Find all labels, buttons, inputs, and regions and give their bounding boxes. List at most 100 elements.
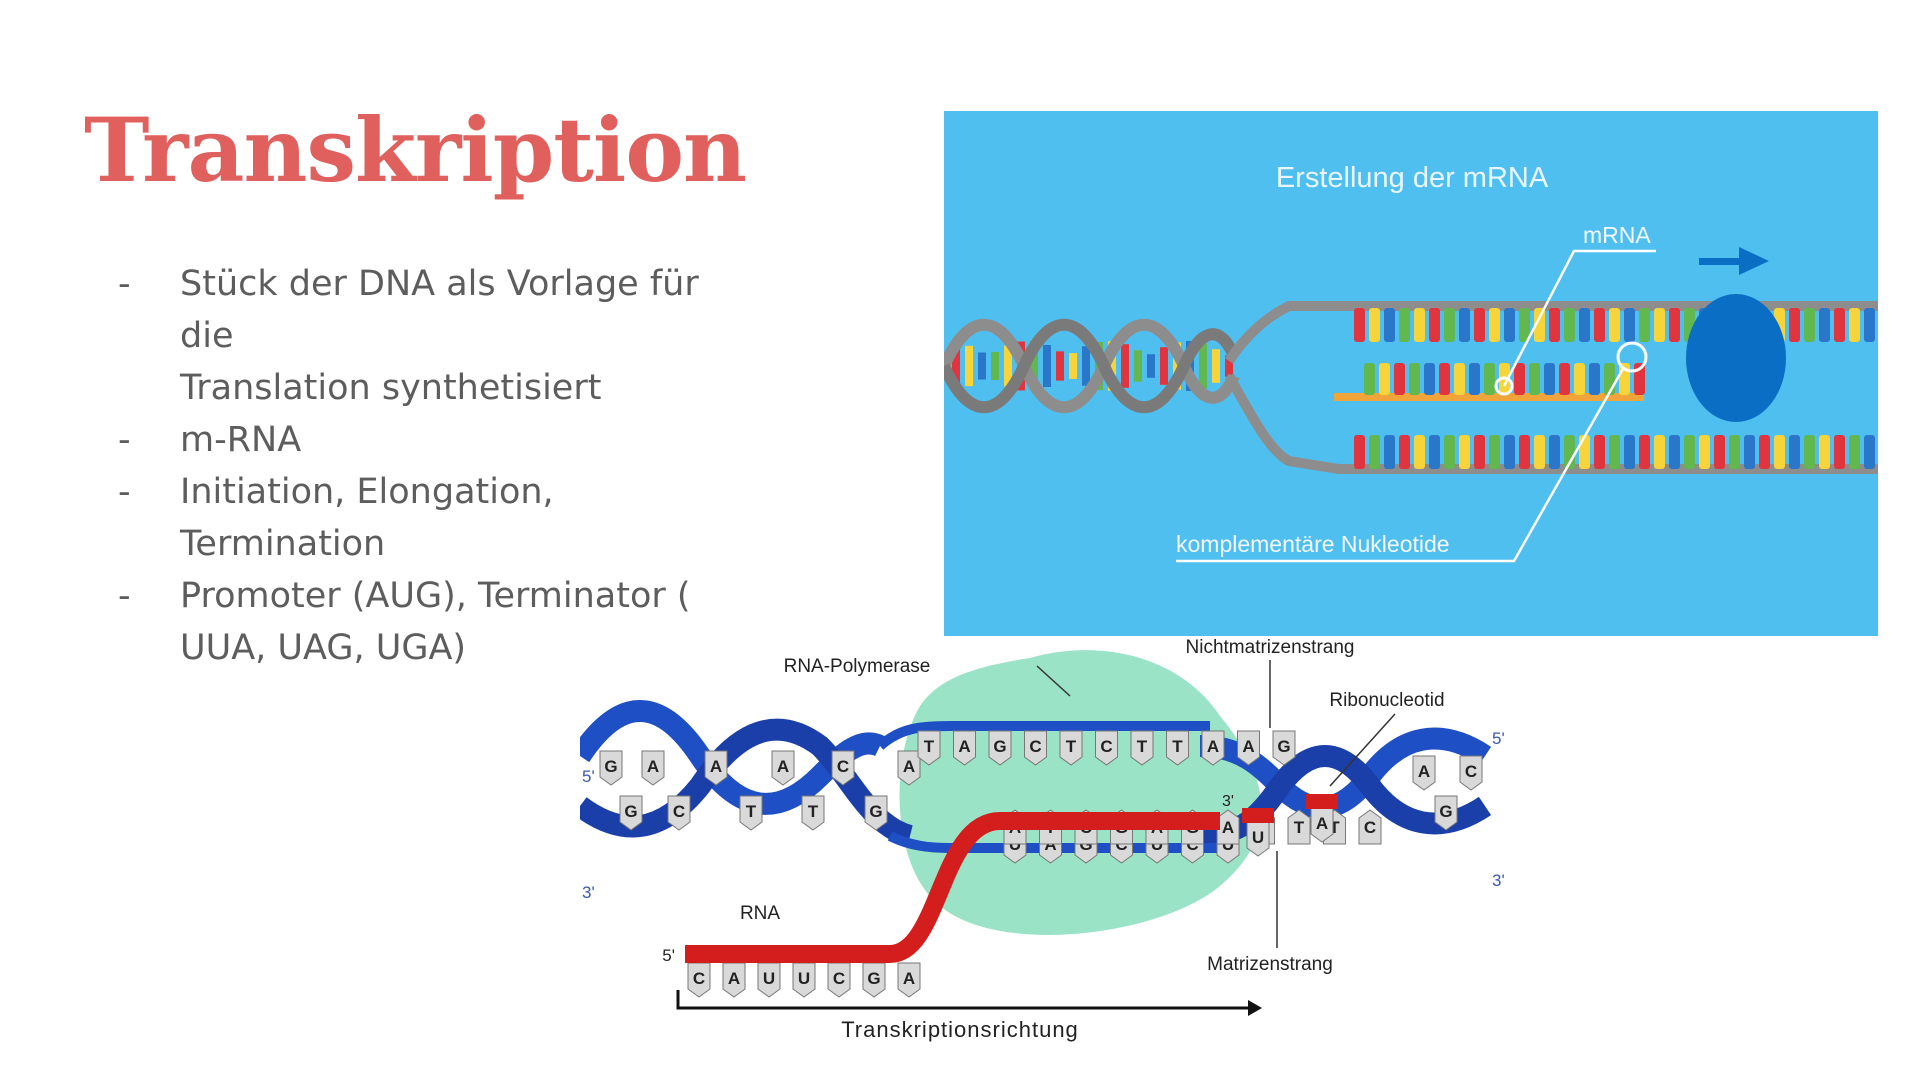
- base-tab: [1287, 809, 1311, 845]
- nucleotide-bar: [1684, 435, 1695, 469]
- rna-polymerase-shape: [1686, 294, 1786, 422]
- nucleotide-bar: [1384, 308, 1395, 342]
- base-letter: A: [1418, 762, 1430, 781]
- base-letter: T: [1329, 818, 1340, 837]
- bullet-line: Promoter (AUG), Terminator (: [180, 576, 691, 616]
- nucleotide-bar: [1759, 435, 1770, 469]
- nucleotide-bar: [1082, 346, 1090, 386]
- nucleotide-bar: [1669, 308, 1680, 342]
- base-letter: G: [869, 802, 882, 821]
- nontemplate-strand: [876, 721, 1210, 750]
- nucleotide-bar: [1624, 308, 1635, 342]
- rna-label: RNA: [740, 903, 780, 924]
- base-tab: [667, 795, 691, 831]
- left-5-end: 5': [582, 767, 595, 786]
- nucleotide-bar: [1574, 363, 1585, 395]
- helix-base: T: [739, 795, 763, 831]
- base-letter: A: [903, 969, 915, 988]
- nucleotide-bar: [1534, 308, 1545, 342]
- bullet-line: Initiation, Elongation, Termination: [180, 472, 554, 564]
- nucleotide-bar: [1474, 435, 1485, 469]
- nucleotide-bar: [1121, 344, 1129, 388]
- nucleotide-bar: [1069, 353, 1077, 379]
- rna-tail-base: C: [827, 962, 851, 998]
- base-letter: G: [993, 737, 1006, 756]
- nucleotide-bar: [1439, 363, 1450, 395]
- free-ribonucleotides: UA: [1246, 807, 1334, 857]
- base-letter: T: [924, 737, 935, 756]
- base-letter: U: [798, 969, 810, 988]
- nucleotide-bar: [1384, 435, 1395, 469]
- nucleotide-bar: [1354, 435, 1365, 469]
- right-3-end: 3': [1492, 871, 1505, 890]
- helix-base: G: [864, 795, 888, 831]
- bullet-item: - Initiation, Elongation, Termination: [118, 466, 758, 570]
- ribonucleotide-block: [1242, 808, 1274, 823]
- base-letter: C: [1100, 737, 1112, 756]
- template-base: T: [1287, 809, 1311, 845]
- nucleotide-bar: [1529, 363, 1540, 395]
- nontemplate-base: C: [1024, 730, 1047, 766]
- nontemplate-base: A: [1237, 730, 1260, 766]
- base-letter: A: [1222, 818, 1234, 837]
- helix-base: T: [801, 795, 825, 831]
- nucleotide-bar: [1804, 308, 1815, 342]
- nucleotide-bar: [1173, 342, 1181, 390]
- base-letter: T: [1066, 737, 1077, 756]
- nucleotide-bar: [1394, 363, 1405, 395]
- nucleotide-bar: [1147, 354, 1155, 378]
- nucleotide-bar: [965, 345, 973, 387]
- lower-bases: [1354, 435, 1875, 469]
- base-tab: [1059, 730, 1083, 766]
- nucleotide-bar: [1639, 435, 1650, 469]
- polymerase-label: RNA-Polymerase: [784, 656, 931, 677]
- base-tab: [1412, 755, 1436, 791]
- direction-label: Transkriptionsrichtung: [841, 1017, 1079, 1042]
- nontemplate-base: T: [917, 730, 941, 766]
- bullet-line: Stück der DNA als Vorlage für die: [180, 264, 699, 356]
- base-letter: C: [673, 802, 685, 821]
- nucleotide-bar: [1444, 435, 1455, 469]
- base-tab: [953, 730, 976, 766]
- nucleotide-bar: [1379, 363, 1390, 395]
- rna-5-end: 5': [662, 946, 675, 965]
- base-tab: [1201, 730, 1225, 766]
- nucleotide-bar: [1849, 308, 1860, 342]
- nucleotide-bar: [1519, 308, 1530, 342]
- nucleotide-bar: [1514, 363, 1525, 395]
- nucleotide-bar: [1849, 435, 1860, 469]
- nucleotide-bar: [1589, 363, 1600, 395]
- nucleotide-bar: [991, 351, 999, 381]
- base-tab: [897, 750, 921, 786]
- nucleotide-bar: [1729, 435, 1740, 469]
- base-tab: [897, 962, 921, 998]
- helix-base: G: [1434, 795, 1458, 831]
- base-tab: [641, 750, 665, 786]
- nucleotide-bar: [1564, 308, 1575, 342]
- nontemplate-base: G: [988, 730, 1012, 766]
- polymerase-shape: [899, 650, 1262, 935]
- nucleotide-bar: [1504, 435, 1515, 469]
- nucleotide-bar: [1030, 341, 1038, 391]
- nontemplate-base: T: [1166, 730, 1189, 766]
- bullet-text: m-RNA: [180, 414, 758, 466]
- bullet-dash: -: [118, 472, 131, 512]
- nucleotide-bar: [1789, 308, 1800, 342]
- template-label: Matrizenstrang: [1207, 954, 1333, 975]
- nucleotide-bar: [1459, 308, 1470, 342]
- nucleotide-bar: [1774, 435, 1785, 469]
- dna-helix: [944, 318, 1240, 414]
- nontemplate-base: T: [1130, 730, 1154, 766]
- nucleotide-bar: [1043, 344, 1051, 388]
- nucleotide-bar: [978, 352, 986, 380]
- base-letter: T: [746, 802, 757, 821]
- nucleotide-bar: [1354, 308, 1365, 342]
- base-tab: [917, 730, 941, 766]
- helix-strand: [944, 318, 1240, 414]
- base-letter: G: [624, 802, 637, 821]
- nucleotide-bar: [1504, 308, 1515, 342]
- nucleotide-bar: [1056, 351, 1064, 381]
